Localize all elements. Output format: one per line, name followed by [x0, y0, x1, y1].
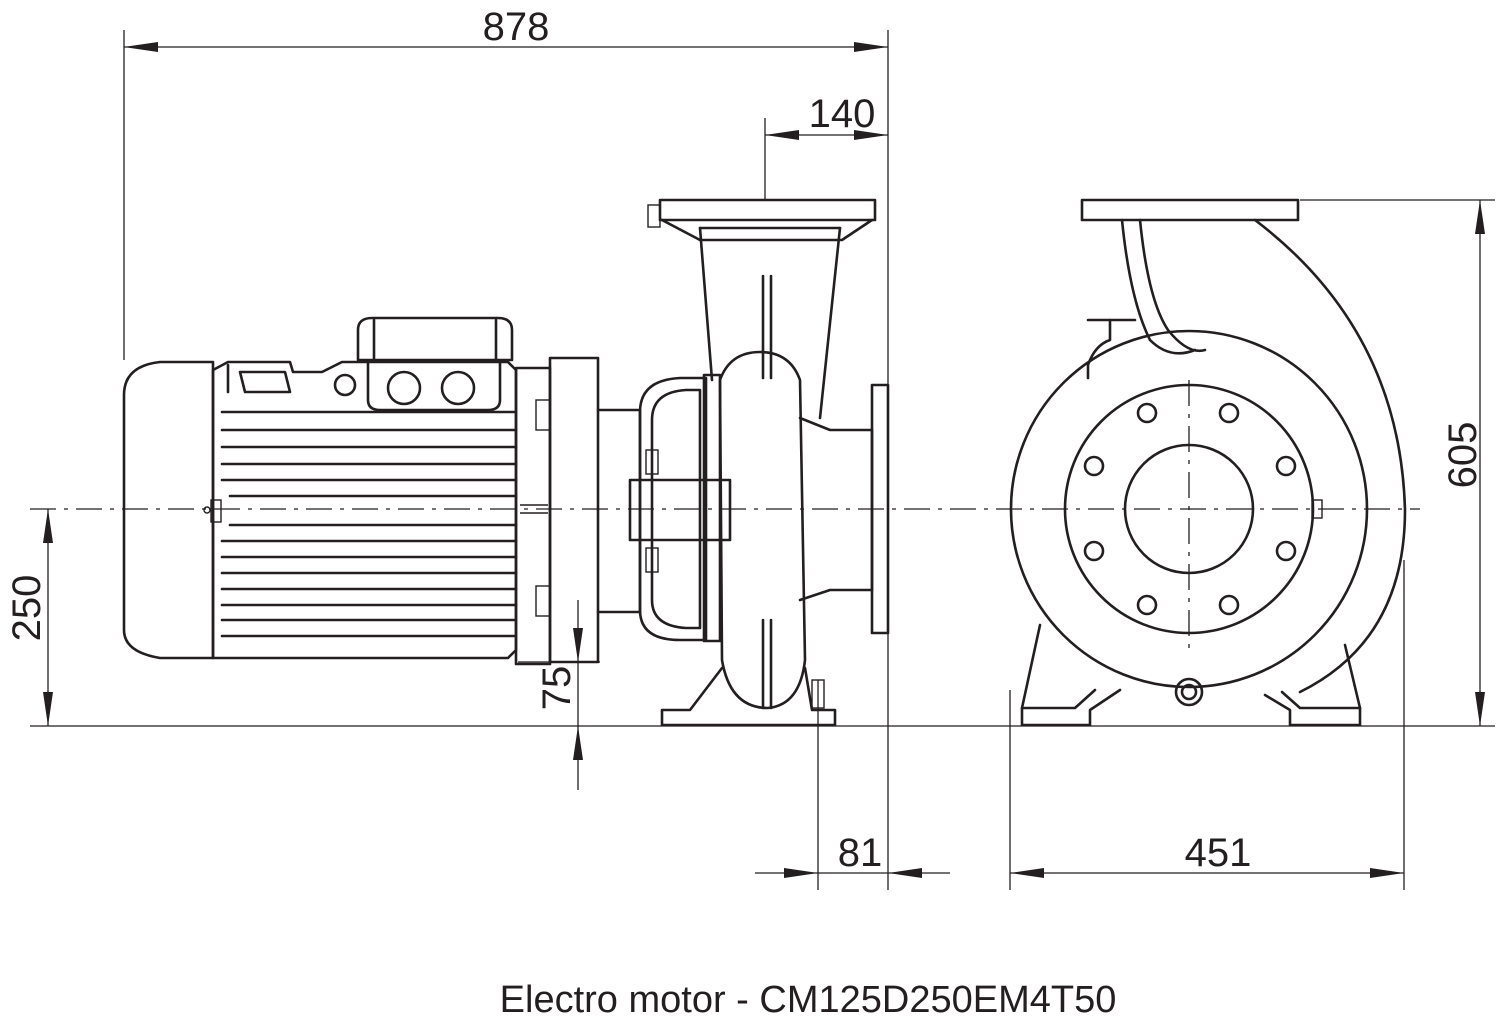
dim-label-250: 250: [5, 575, 49, 642]
discharge-flange: [658, 198, 877, 222]
bolt-holes: [1083, 402, 1297, 616]
discharge-branch: [698, 226, 842, 420]
terminal-box: [356, 316, 514, 362]
cooling-fins: [220, 410, 518, 638]
dimension-labels: 878 140 605 250 75 81 451: [5, 5, 1485, 875]
motor-side-view: [122, 316, 600, 666]
dim-label-878: 878: [483, 5, 550, 49]
dim-label-605: 605: [1441, 422, 1485, 489]
front-foot-left: [1020, 623, 1122, 727]
motor-body: [211, 360, 518, 660]
suction-bore: [1123, 443, 1255, 575]
front-volute: [1253, 218, 1407, 694]
front-foot-right: [1263, 643, 1362, 727]
lantern: [638, 376, 708, 642]
motor-flange: [514, 366, 552, 666]
drain-plug: [1174, 677, 1204, 707]
centerlines: [30, 380, 1420, 650]
pump-foot: [660, 666, 837, 727]
pump-side-view: [596, 198, 890, 727]
dim-label-140: 140: [809, 92, 876, 136]
dim-label-75: 75: [535, 666, 579, 711]
casing-circle: [1009, 329, 1369, 689]
dim-label-451: 451: [1185, 831, 1252, 875]
drawing-caption: Electro motor - CM125D250EM4T50: [500, 979, 1117, 1021]
front-discharge-flange: [1080, 198, 1300, 222]
suction-flange-face: [1063, 383, 1315, 635]
pump-front-view: [1009, 198, 1407, 727]
dimension-lines: [30, 30, 1495, 890]
dim-label-81: 81: [838, 831, 883, 875]
fan-cover: [122, 360, 215, 660]
volute-casing: [718, 350, 807, 710]
